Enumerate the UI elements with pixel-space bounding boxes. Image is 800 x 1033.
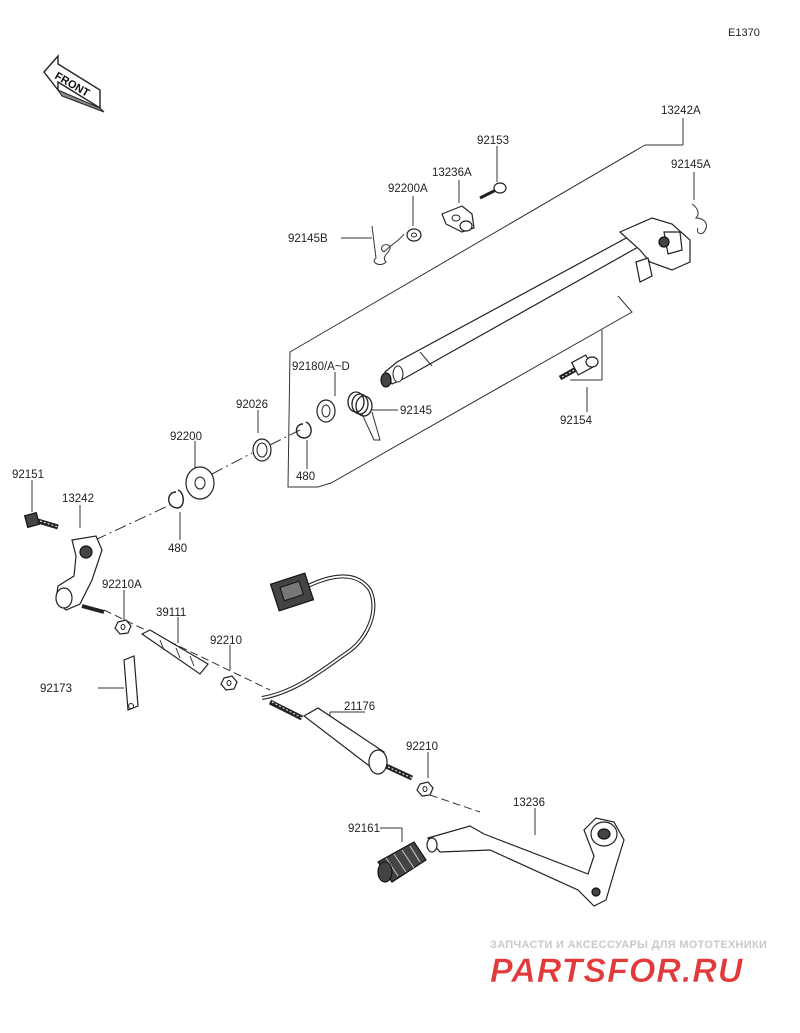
spring-92145b [371,225,405,265]
label-13236a: 13236A [432,167,472,179]
bolt-92154 [558,354,599,381]
part-labels: 13242A 92153 92145A 13236A 92200A 92145B… [12,105,711,835]
shift-lever-13242 [55,535,103,611]
label-92145: 92145 [400,405,432,417]
bolt-92151 [23,511,59,530]
tie-rod-39111 [140,629,209,675]
collar-13236a [441,205,475,233]
pedal-rubber-92161 [377,841,427,883]
label-92200: 92200 [170,431,202,443]
nut-92210-lower [416,781,434,797]
label-13242a: 13242A [661,105,701,117]
circlip-480-lower [168,489,184,509]
shaft-arm-bracket [618,217,691,283]
shift-shaft [380,235,641,388]
diagram-code: E1370 [728,27,760,39]
shift-sensor-21176 [268,699,414,781]
spring-92145 [347,391,381,441]
label-13236: 13236 [513,797,545,809]
label-92173: 92173 [40,683,72,695]
label-92180: 92180/A~D [292,361,350,373]
label-92210a: 92210A [102,579,142,591]
assembly-frame [287,144,646,488]
label-92210-upper: 92210 [210,635,242,647]
shift-pedal-13236 [426,817,625,907]
label-21176: 21176 [344,701,375,713]
label-480-upper: 480 [296,471,315,483]
watermark-brand: PARTSFOR.RU [490,952,744,990]
circlip-480-upper [295,421,312,439]
label-480-lower: 480 [168,543,187,555]
label-92145a: 92145A [671,159,711,171]
watermark: ЗАПЧАСТИ И АКСЕССУАРЫ ДЛЯ МОТОТЕХНИКИ PA… [490,939,767,990]
sensor-harness [261,572,376,700]
band-92173 [123,655,139,711]
label-92145b: 92145B [288,233,328,245]
label-92200a: 92200A [388,183,428,195]
label-13242: 13242 [62,493,94,505]
label-92210-lower: 92210 [406,741,438,753]
spring-92145a [691,203,707,235]
rod-end-bolt [81,604,105,614]
nut-92210-upper [220,675,238,691]
label-92026: 92026 [236,399,268,411]
leader-lines [31,118,695,842]
label-92154: 92154 [560,415,593,427]
nut-92210a [114,619,132,635]
label-92151: 92151 [12,469,44,481]
watermark-tagline: ЗАПЧАСТИ И АКСЕССУАРЫ ДЛЯ МОТОТЕХНИКИ [490,939,767,951]
bolt-92153 [479,182,507,200]
label-39111: 39111 [156,607,186,619]
label-92161: 92161 [348,823,380,835]
front-arrow-icon: FRONT [43,54,105,113]
label-92153: 92153 [477,135,509,147]
